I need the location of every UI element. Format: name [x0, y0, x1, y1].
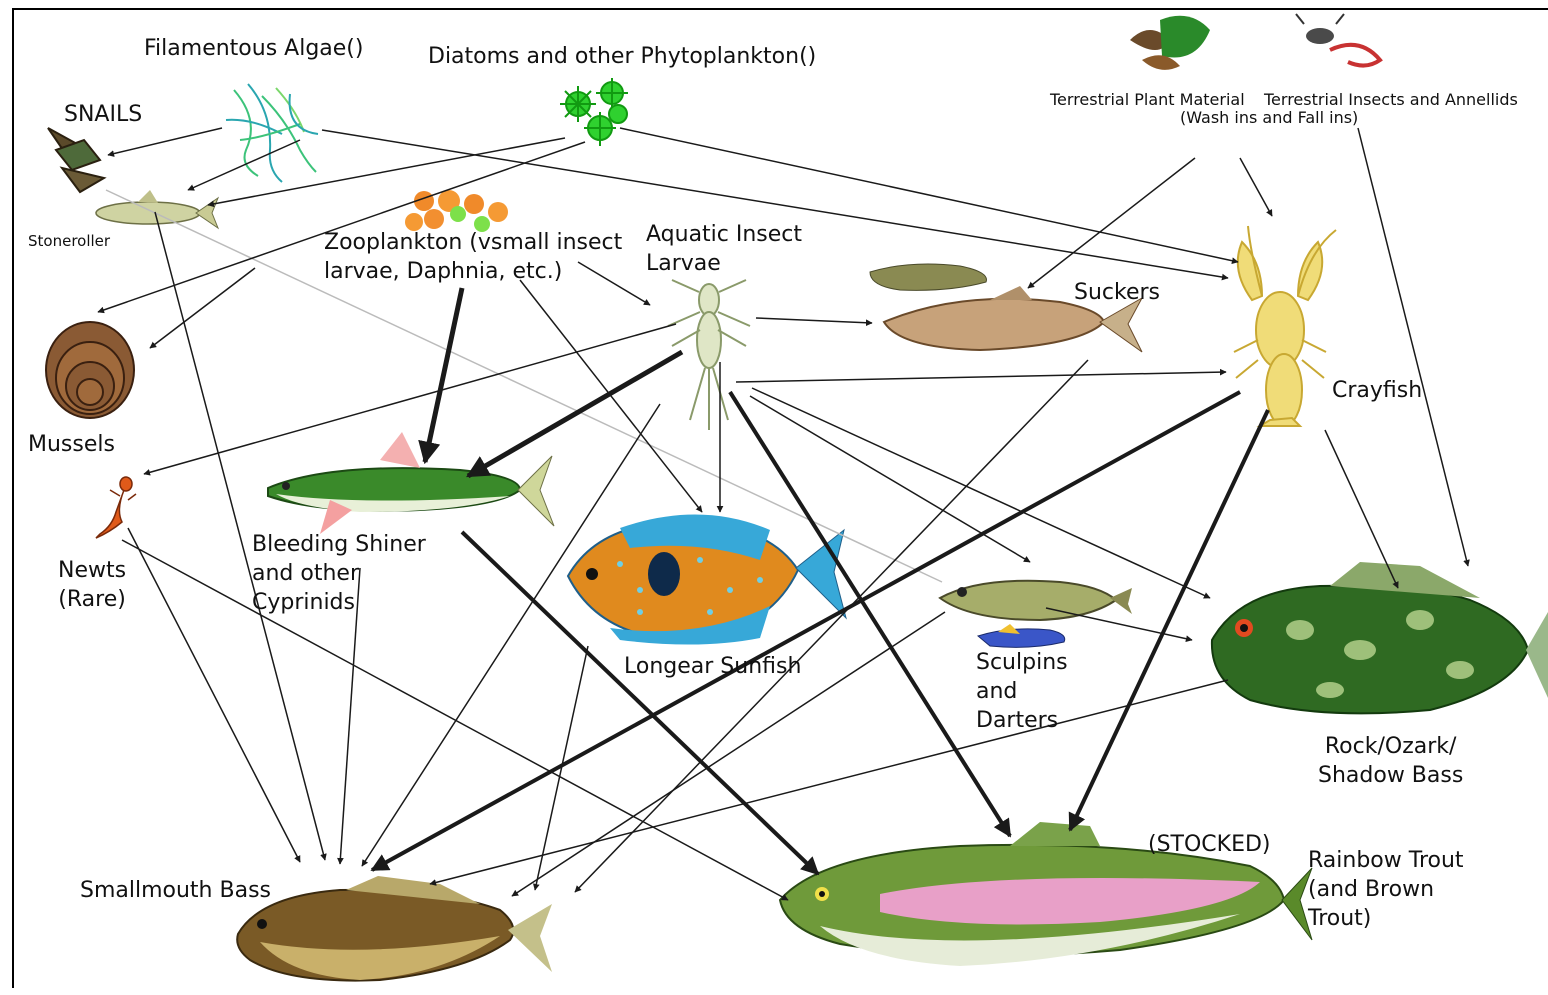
label-newts: Newts (Rare) [58, 556, 126, 614]
feeding-arrow-1 [108, 128, 222, 155]
feeding-arrow-22 [1325, 430, 1398, 588]
label-bleeding-shiner: Bleeding Shiner and other Cyprinids [252, 530, 426, 617]
feeding-arrow-5 [98, 142, 585, 312]
label-zooplankton: Zooplankton (vsmall insect larvae, Daphn… [324, 228, 622, 286]
label-mussels: Mussels [28, 430, 115, 459]
feeding-arrow-23 [372, 392, 1240, 870]
feeding-arrow-17 [752, 388, 1210, 598]
feeding-arrow-11 [756, 318, 872, 323]
label-terrestrial-plant: Terrestrial Plant Material [1050, 90, 1245, 110]
label-stoneroller: Stoneroller [28, 232, 110, 251]
label-sculpins-darters: Sculpins and Darters [976, 648, 1068, 735]
label-suckers: Suckers [1074, 278, 1160, 307]
feeding-arrow-4 [208, 138, 565, 205]
feeding-arrow-33 [430, 680, 1228, 884]
label-terrestrial-insects: Terrestrial Insects and Annellids [1264, 90, 1518, 110]
feeding-arrow-18 [750, 396, 1030, 562]
feeding-arrow-7 [150, 268, 255, 348]
feeding-arrow-25 [462, 532, 818, 874]
label-rock-bass: Rock/Ozark/ Shadow Bass [1318, 732, 1463, 790]
feeding-arrow-21 [1358, 128, 1468, 566]
feeding-arrow-32 [575, 360, 1088, 892]
label-snails: SNAILS [64, 100, 142, 129]
label-aquatic-insect-larvae: Aquatic Insect Larvae [646, 220, 802, 278]
label-rainbow-trout: Rainbow Trout (and Brown Trout) [1308, 846, 1464, 933]
feeding-arrow-29 [122, 540, 788, 900]
feeding-arrow-16 [736, 372, 1226, 382]
feeding-arrow-13 [468, 352, 682, 476]
feeding-arrow-8 [425, 288, 462, 462]
label-longear-sunfish: Longear Sunfish [624, 652, 801, 681]
label-filamentous-algae: Filamentous Algae() [144, 34, 363, 63]
feeding-arrow-2 [188, 140, 300, 190]
label-wash-ins: (Wash ins and Fall ins) [1180, 108, 1358, 128]
label-diatoms: Diatoms and other Phytoplankton() [428, 42, 816, 71]
feeding-arrow-35 [1046, 608, 1192, 640]
label-smallmouth-bass: Smallmouth Bass [80, 876, 271, 905]
label-stocked: (STOCKED) [1148, 830, 1271, 859]
feeding-arrow-15 [730, 392, 1010, 836]
feeding-arrow-31 [362, 404, 660, 866]
label-crayfish: Crayfish [1332, 376, 1422, 405]
feeding-arrow-20 [1240, 158, 1272, 216]
